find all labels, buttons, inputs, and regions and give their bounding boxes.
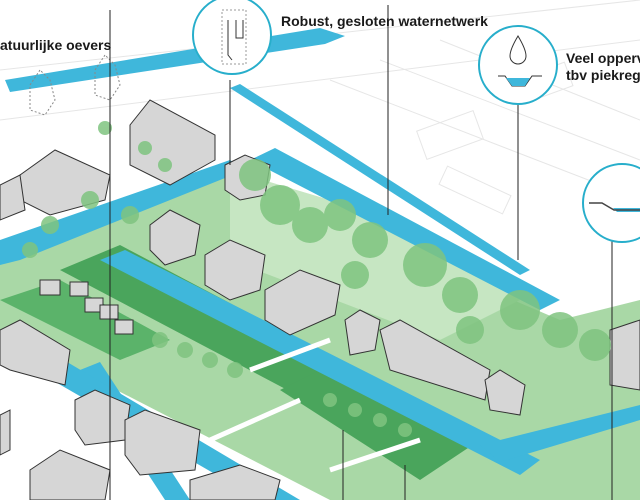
water-drop-icon	[509, 35, 527, 65]
label-water-network: Robust, gesloten waternetwerk	[281, 13, 488, 29]
trees	[22, 121, 611, 437]
paths	[208, 337, 421, 473]
label-surface-line2: tbv piekregen	[566, 67, 640, 83]
building-section-icon	[221, 9, 247, 65]
callout-bank-profile	[582, 163, 640, 243]
bank-profile-icon	[589, 202, 640, 212]
label-surface-line1: Veel oppervla	[566, 50, 640, 66]
leader-lines	[109, 5, 613, 500]
tree-outline-icon	[29, 54, 121, 116]
houses	[0, 99, 640, 500]
retention-basin-icon	[498, 75, 542, 87]
label-natural-banks: atuurlijke oevers	[0, 37, 112, 53]
callout-building-section	[192, 0, 272, 75]
callout-water-surface	[478, 25, 558, 105]
